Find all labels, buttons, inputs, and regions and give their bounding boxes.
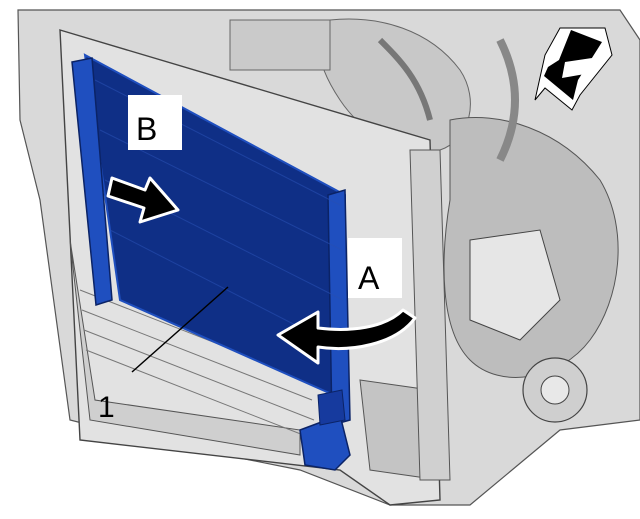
vehicle-front-arrow-icon xyxy=(534,27,613,111)
label-box-a xyxy=(348,238,402,298)
curved-arrow-icon xyxy=(276,308,417,365)
label-box-b xyxy=(128,95,182,150)
callout-label-a: A xyxy=(358,260,380,296)
callout-label-b: B xyxy=(136,111,158,147)
straight-arrow-icon xyxy=(106,176,180,224)
callout-leader-line xyxy=(131,286,229,373)
callout-label-part-1: 1 xyxy=(98,391,115,424)
